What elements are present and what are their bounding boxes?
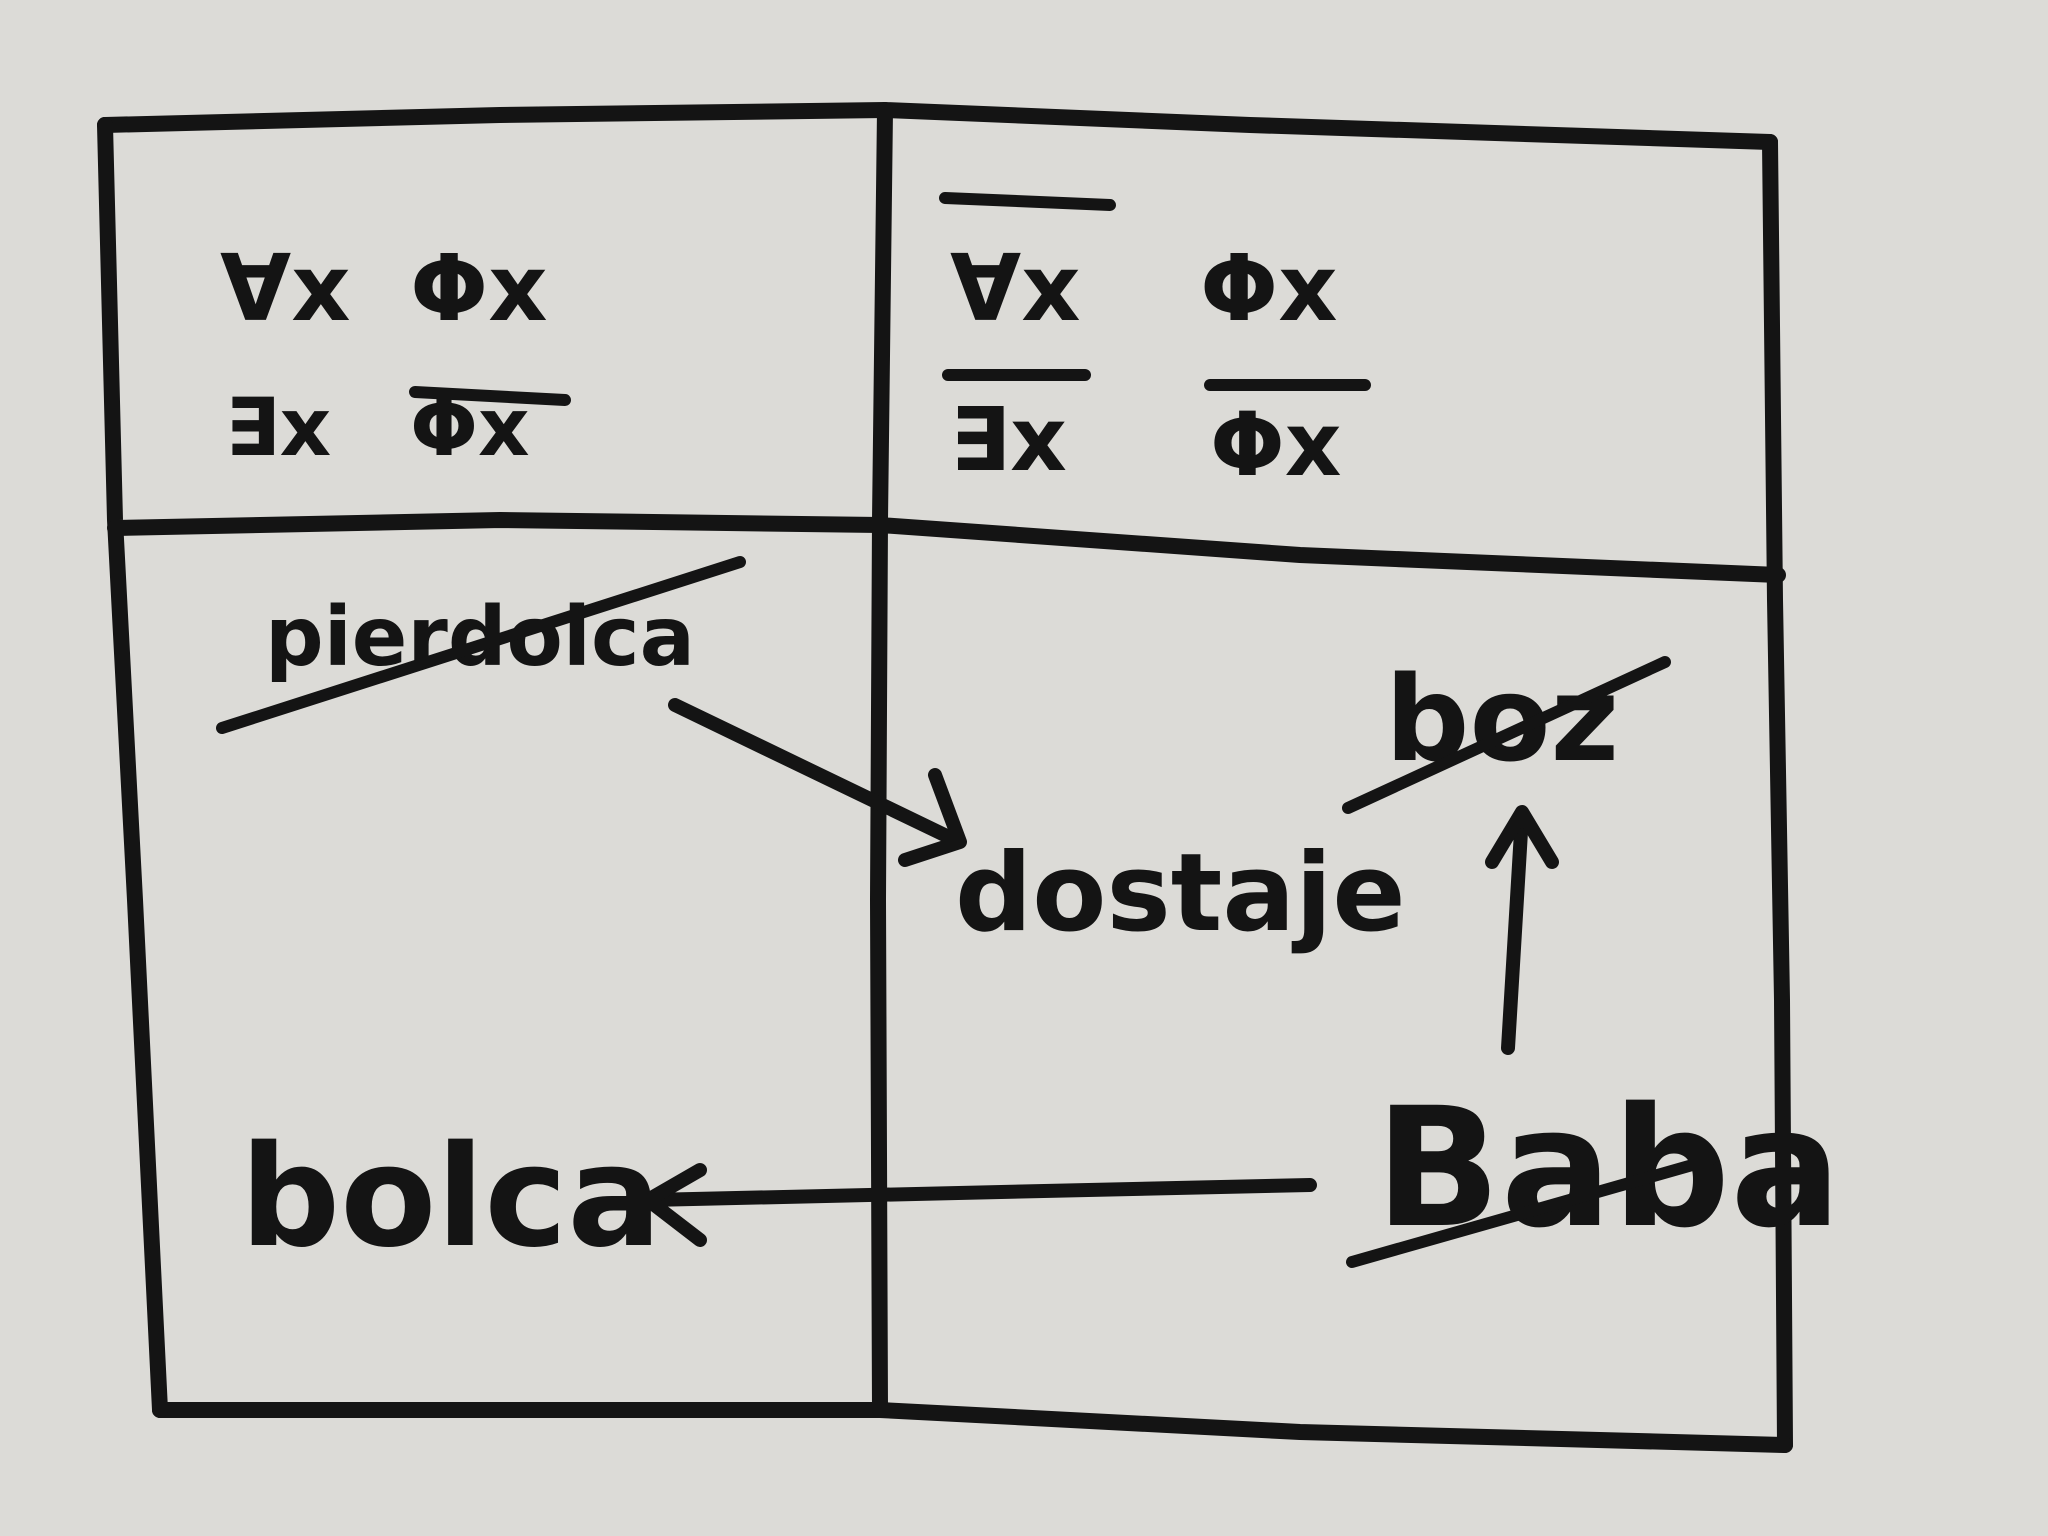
- arrow-3-shaft: [1501, 808, 1529, 1055]
- arrow-2-shaft: [643, 1178, 1317, 1207]
- br-crossed-word-boz: boz: [1385, 650, 1619, 788]
- quadrant-top-left: ∀x Φx ∃x Φx: [220, 235, 571, 474]
- frame-middle-vertical: [870, 102, 893, 1418]
- frame-right-edge: [1762, 134, 1793, 1453]
- br-strikethrough-baba: [1346, 1154, 1716, 1268]
- arrow-baba-to-boz: [1485, 805, 1559, 1055]
- tl-formula-1-predicate: Φx: [410, 235, 548, 342]
- frame-middle-horizontal: [107, 512, 1786, 583]
- bl-strikethrough-line: [216, 556, 746, 734]
- bl-word-bolca: bolca: [240, 1116, 662, 1279]
- arrow-baba-to-bolca: [641, 1163, 1317, 1247]
- tl-formula-2-quantifier: ∃x: [225, 381, 331, 474]
- br-word-dostaje: dostaje: [955, 831, 1406, 956]
- tr-negation-bar-quantifier-1: [939, 192, 1116, 211]
- tr-formula-1-quantifier: ∀x: [950, 235, 1081, 342]
- quadrant-bottom-right: dostaje boz Baba: [955, 650, 1842, 1268]
- arrows: [641, 698, 1559, 1247]
- tr-formula-1-predicate: Φx: [1200, 235, 1338, 342]
- quadrant-top-right: ∀x Φx ∃x Φx: [939, 192, 1371, 496]
- tl-formula-1-quantifier: ∀x: [220, 235, 351, 342]
- tr-formula-2-quantifier: ∃x: [950, 388, 1067, 491]
- arrow-1-head: [898, 768, 967, 867]
- bl-crossed-word: pierdolca: [265, 590, 695, 685]
- quadrant-bottom-left: pierdolca bolca: [216, 556, 746, 1279]
- arrow-pierdolca-to-dostaje: [668, 698, 967, 867]
- br-strikethrough-boz: [1342, 656, 1671, 814]
- arrow-1-shaft: [668, 698, 962, 847]
- frame-left-edge: [97, 117, 168, 1418]
- arrow-3-head: [1485, 805, 1559, 869]
- grid-frame: [97, 102, 1793, 1453]
- arrow-2-head: [641, 1163, 707, 1247]
- tl-negation-bar-predicate: [409, 386, 571, 406]
- tr-formula-2-predicate: Φx: [1210, 393, 1342, 496]
